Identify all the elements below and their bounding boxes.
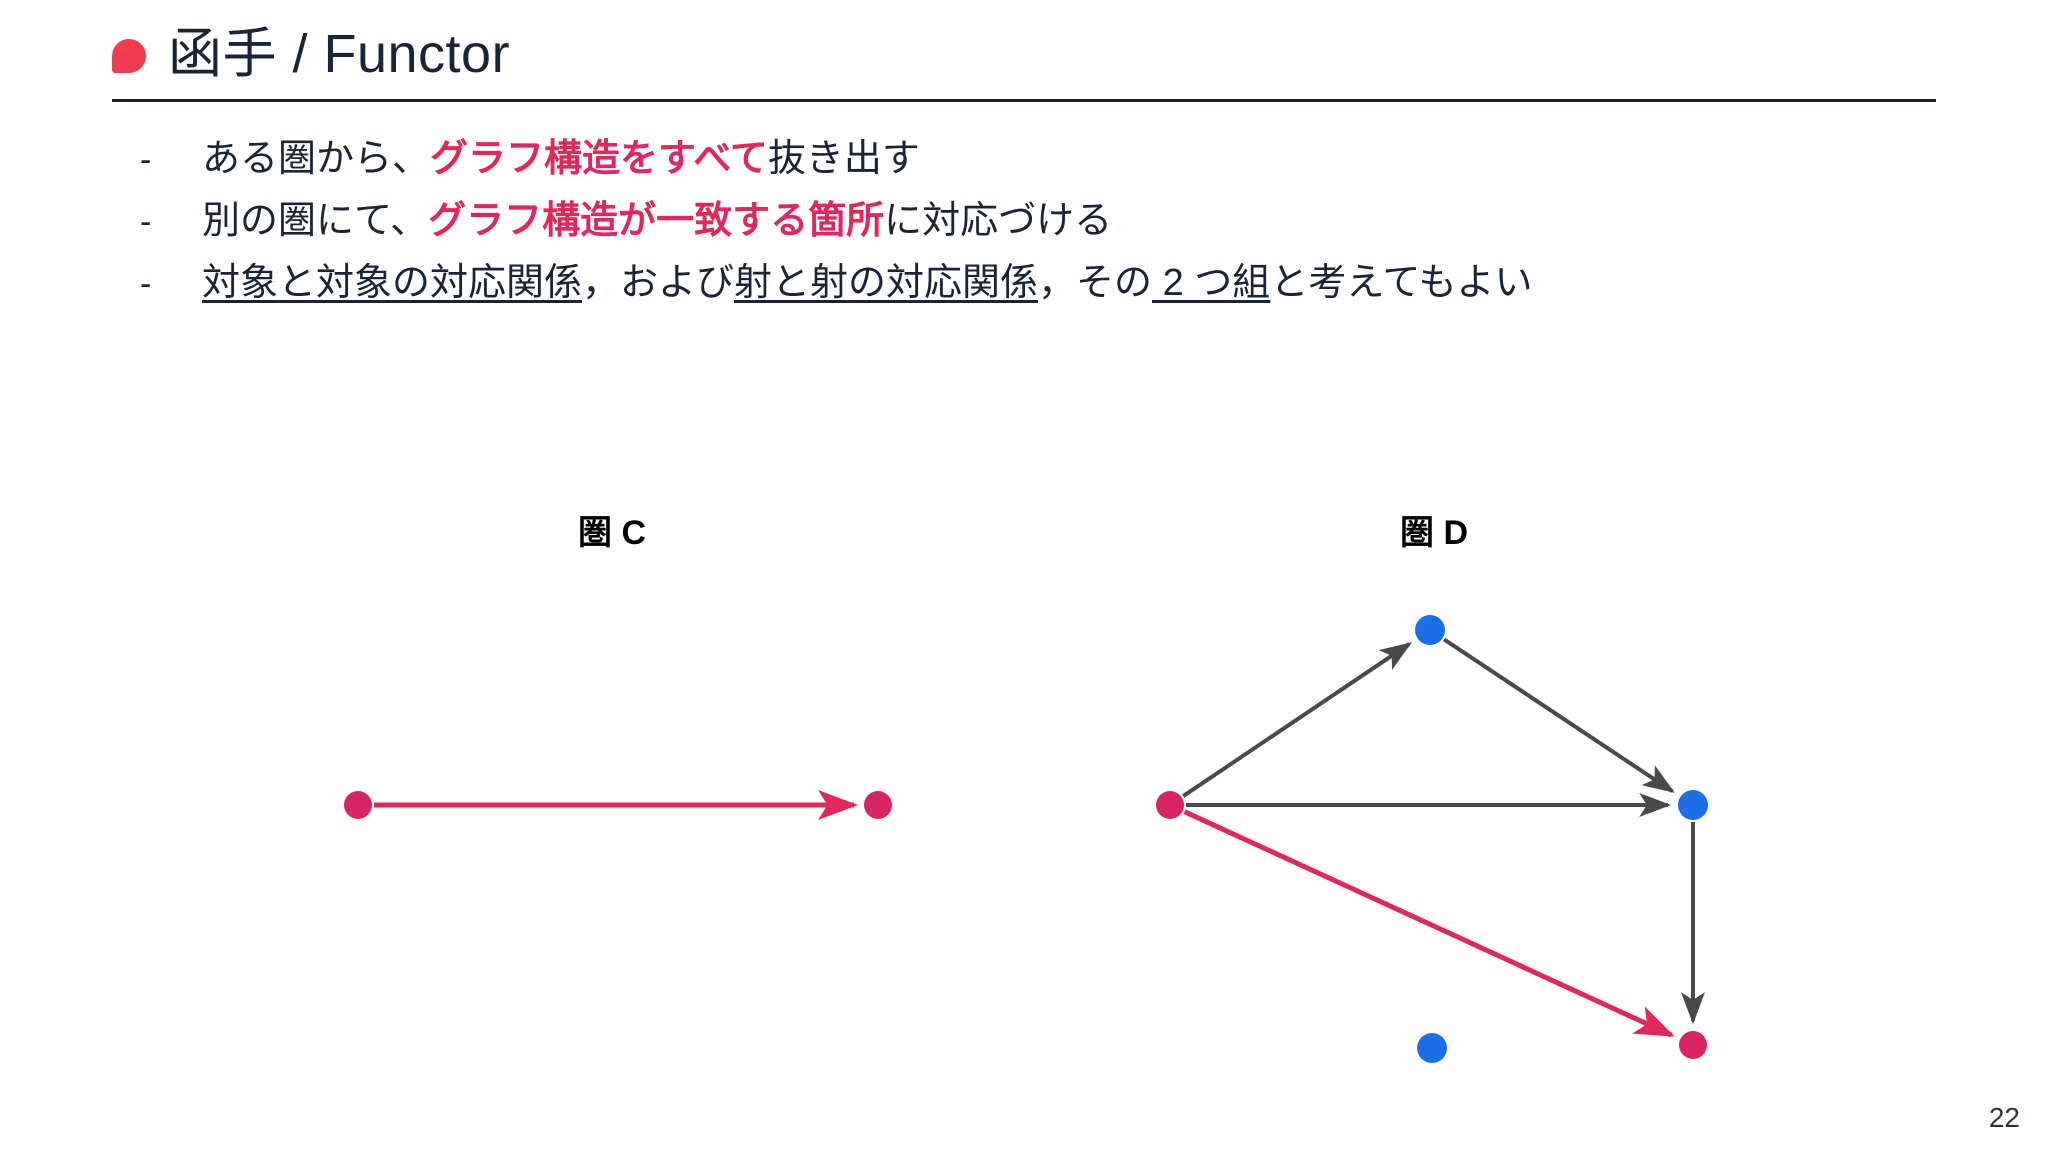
bullet-text: ある圏から、グラフ構造をすべて抜き出す bbox=[202, 128, 920, 190]
node-d-d_right bbox=[1678, 790, 1708, 820]
title-divider bbox=[112, 99, 1936, 102]
bullet-segment-normal: ，その bbox=[1038, 262, 1153, 304]
diagram-edges bbox=[374, 637, 1706, 1038]
bullet-segment-underline: 対象と対象の対応関係 bbox=[202, 262, 583, 304]
bullet-list: - ある圏から、グラフ構造をすべて抜き出す - 別の圏にて、グラフ構造が一致する箇所に… bbox=[140, 128, 1960, 314]
slide-title-row: 函手 / Functor bbox=[112, 18, 510, 90]
bullet-segment-normal: 別の圏にて、 bbox=[202, 200, 429, 242]
node-c-c1 bbox=[344, 791, 372, 819]
bullet-item-2: - 別の圏にて、グラフ構造が一致する箇所に対応づける bbox=[140, 190, 1960, 252]
bullet-marker: - bbox=[140, 203, 152, 241]
node-d-d_iso bbox=[1417, 1033, 1447, 1063]
node-d-d_left bbox=[1156, 791, 1184, 819]
bullet-segment-highlight: グラフ構造をすべて bbox=[430, 138, 768, 180]
bullet-marker: - bbox=[140, 141, 152, 179]
bullet-segment-normal: と考えてもよい bbox=[1270, 262, 1533, 304]
bullet-segment-normal: ，および bbox=[582, 262, 735, 304]
page-number: 22 bbox=[1988, 1102, 2020, 1133]
bullet-item-3: - 対象と対象の対応関係，および射と射の対応関係，その 2 つ組と考えてもよい bbox=[140, 252, 1960, 314]
arrow-d-d_top-to-d_right bbox=[1443, 637, 1675, 793]
functor-diagram bbox=[344, 615, 1708, 1063]
bullet-segment-normal: 抜き出す bbox=[767, 138, 920, 180]
bullet-segment-normal: ある圏から、 bbox=[202, 138, 431, 180]
bullet-marker: - bbox=[140, 265, 152, 303]
node-d-d_bottom bbox=[1679, 1031, 1707, 1059]
bullet-segment-underline: 2 つ組 bbox=[1152, 262, 1271, 304]
arrow-d-d_left-to-d_top bbox=[1182, 642, 1412, 798]
node-d-d_top bbox=[1415, 615, 1445, 645]
bullet-item-1: - ある圏から、グラフ構造をすべて抜き出す bbox=[140, 128, 1960, 190]
category-d-label: 圏 D bbox=[1400, 514, 1468, 552]
page-title: 函手 / Functor bbox=[168, 24, 511, 84]
title-bullet-circle-icon bbox=[112, 39, 146, 73]
node-c-c2 bbox=[864, 791, 892, 819]
bullet-text: 対象と対象の対応関係，および射と射の対応関係，その 2 つ組と考えてもよい bbox=[202, 252, 1533, 314]
diagram-nodes bbox=[344, 615, 1708, 1063]
bullet-segment-highlight: グラフ構造が一致する箇所 bbox=[428, 200, 885, 242]
arrow-d-d_left-to-d_bottom bbox=[1183, 809, 1675, 1038]
bullet-segment-normal: に対応づける bbox=[884, 200, 1113, 242]
bullet-segment-underline: 射と射の対応関係 bbox=[734, 262, 1039, 304]
bullet-text: 別の圏にて、グラフ構造が一致する箇所に対応づける bbox=[202, 190, 1112, 252]
category-c-label: 圏 C bbox=[578, 514, 646, 552]
